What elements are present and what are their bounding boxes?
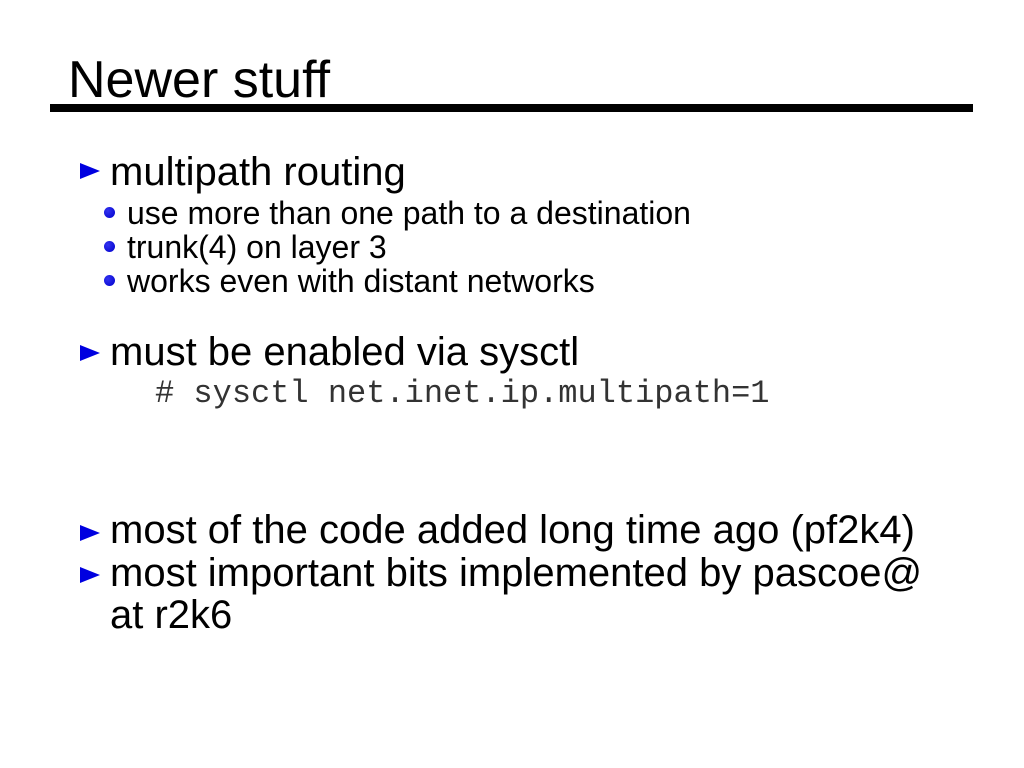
bullet-triangle-icon (80, 525, 100, 541)
slide-title: Newer stuff (68, 51, 331, 109)
sub-bullet-list: use more than one path to a destination … (104, 195, 691, 299)
title-underline-rule (50, 104, 973, 112)
sub-bullet-label: trunk(4) on layer 3 (127, 229, 387, 265)
bullet-triangle-icon (80, 345, 100, 361)
sub-bullet-item: works even with distant networks (104, 263, 691, 299)
bullet-triangle-icon (80, 163, 100, 179)
sub-bullet-label: use more than one path to a destination (127, 195, 691, 231)
bullet-triangle-icon (80, 567, 100, 583)
bullet-implemented-by: most important bits implemented by pasco… (110, 551, 923, 637)
bullet-dot-icon (104, 207, 115, 218)
bullet-sysctl-enable: must be enabled via sysctl (110, 330, 580, 374)
bullet-multipath-routing: multipath routing (110, 150, 406, 194)
sub-bullet-item: trunk(4) on layer 3 (104, 229, 691, 265)
bullet-code-added: most of the code added long time ago (pf… (110, 508, 915, 552)
sysctl-command-code: # sysctl net.inet.ip.multipath=1 (155, 375, 770, 412)
bullet-dot-icon (104, 241, 115, 252)
bullet-dot-icon (104, 275, 115, 286)
sub-bullet-label: works even with distant networks (127, 263, 595, 299)
sub-bullet-item: use more than one path to a destination (104, 195, 691, 231)
